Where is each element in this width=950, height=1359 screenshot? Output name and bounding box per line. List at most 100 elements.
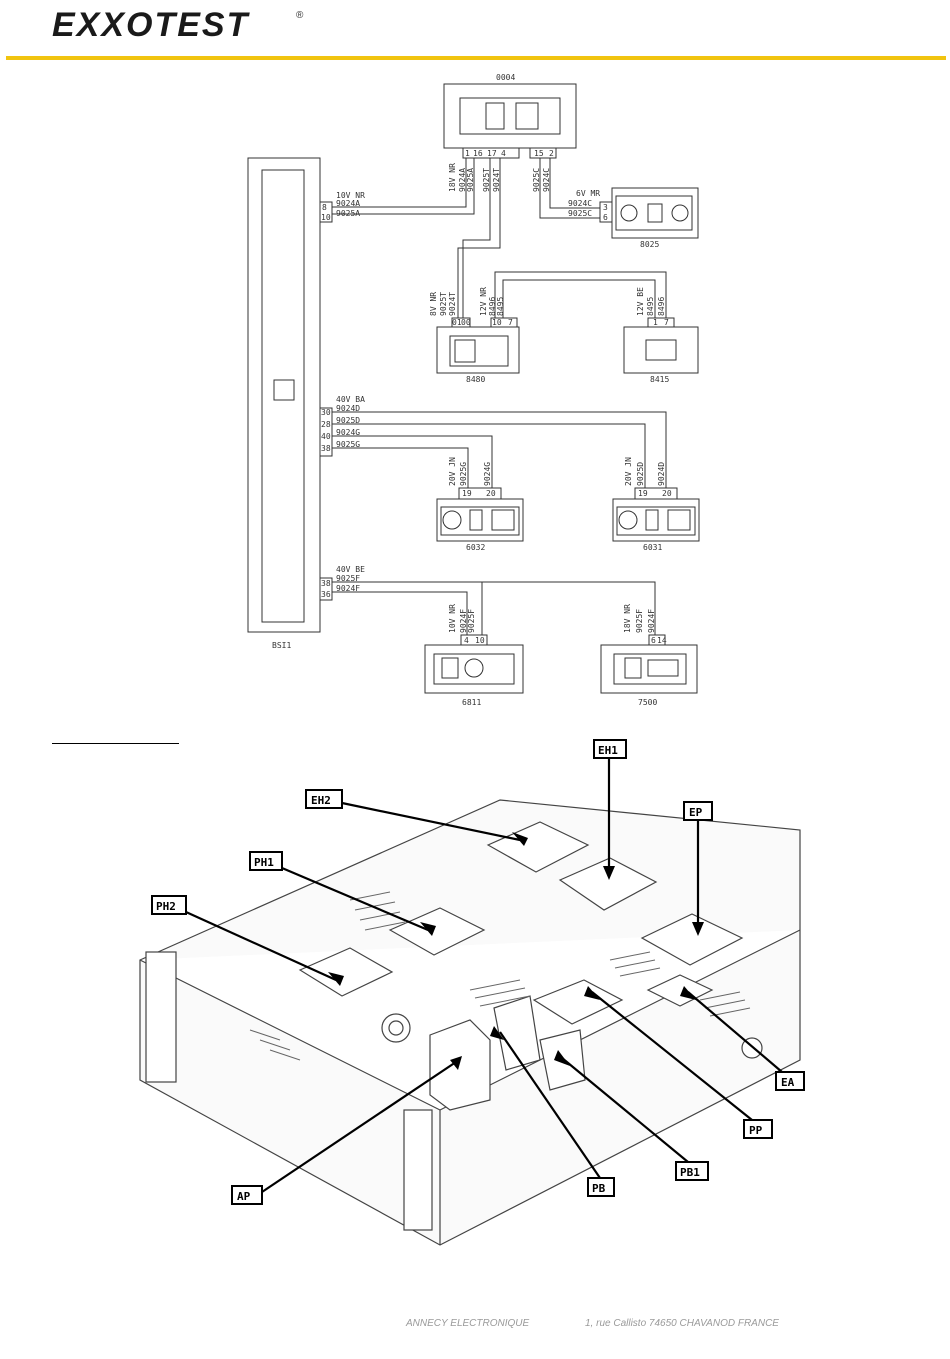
phone-icon [454,339,476,363]
pin-number: 7 [508,318,513,327]
module-label-6031: 6031 [643,543,662,552]
module-label-8025: 8025 [640,240,659,249]
module-icon [624,657,642,679]
leader-pb1 [561,1057,689,1163]
wire-label: 9025C [532,168,541,192]
wire-label: 9025D [636,462,645,486]
pin-number: 8 [322,203,327,212]
pin-number: 36 [321,590,331,599]
leader-pb [499,1031,601,1179]
pin-number: 19 [462,489,472,498]
motor-icon [618,510,638,530]
pin-number: 6 [603,213,608,222]
pin-number: 1 [653,318,658,327]
pin-number: 7 [664,318,669,327]
bsi-unit-illustration: EH1 EH2 EP PH1 PH2 EA PP PB1 PB AP [139,739,805,1246]
wire-label: 9024A [336,199,360,208]
connector-label: 10V NR [336,191,365,200]
module-label-8415: 8415 [650,375,669,384]
wire-label: 9025F [336,574,360,583]
connector-label: 18V NR [448,163,457,192]
callout-eh1: EH1 [598,744,618,757]
callout-pb: PB [592,1182,606,1195]
wire-label: 9025C [568,209,592,218]
wire-label: 9025F [467,609,476,633]
section-underline [52,743,179,744]
pin-number: 38 [321,579,331,588]
gear-icon [671,204,689,222]
wire-label: 9025G [336,440,360,449]
callout-pp: PP [749,1124,763,1137]
connector-label: 40V BE [336,565,365,574]
connector-label: 18V NR [623,604,632,633]
pin-number: 01 [452,318,462,327]
wire-label: 8495 [496,297,505,316]
module-label-bsi1: BSI1 [272,641,291,650]
callout-eh2: EH2 [311,794,331,807]
motor-icon [464,658,484,678]
callout-pb1: PB1 [680,1166,700,1179]
callout-ph2: PH2 [156,900,176,913]
connector-label: 10V NR [448,604,457,633]
pin-number: 2 [549,149,554,158]
wire-label: 8496 [657,297,666,316]
wire-label: 9024D [336,404,360,413]
car-icon [647,659,679,677]
module-label-0004: 0004 [496,73,515,82]
connector-label: 12V NR [479,287,488,316]
pin-number: 00 [461,318,471,327]
wire-label: 9025F [635,609,644,633]
connector-label: 12V BE [636,287,645,316]
connector-label: 6V MR [576,189,600,198]
pin-number: 20 [662,489,672,498]
leader-ea [687,991,783,1073]
registered-mark: ® [296,10,304,21]
motor-icon [442,510,462,530]
pin-number: 10 [321,213,331,222]
wiring-schematic: BSI1 0004 8025 8480 8415 6032 6031 6811 … [247,73,700,707]
pin-number: 6 [651,636,656,645]
wire-label: 9024D [657,462,666,486]
wire-label: 9025D [336,416,360,425]
pin-number: 30 [321,408,331,417]
page-header: EXXOTEST ® [0,0,950,62]
pin-number: 10 [492,318,502,327]
module-label-6811: 6811 [462,698,481,707]
wire-label: 9024G [336,428,360,437]
pin-number: 28 [321,420,331,429]
module-label-7500: 7500 [638,698,657,707]
wire-label: 9025G [459,462,468,486]
window-icon [491,509,515,531]
pin-number: 16 [473,149,483,158]
module-label-6032: 6032 [466,543,485,552]
wire-label: 9024G [483,462,492,486]
page-footer: ANNECY ELECTRONIQUE 1, rue Callisto 7465… [0,1314,950,1334]
pin-number: 15 [534,149,544,158]
leader-pp [591,991,753,1121]
wire-label: 8496 [488,297,497,316]
connector-label: 20V JN [448,457,457,486]
pin-number: 4 [464,636,469,645]
wire-label: 9024T [448,292,457,316]
header-divider [6,56,946,60]
wire-label: 9024F [459,609,468,633]
module-label-8480: 8480 [466,375,485,384]
connector-label: 20V JN [624,457,633,486]
pin-number: 17 [487,149,497,158]
wire-label: 9025T [482,168,491,192]
module-icon [469,509,483,531]
wire-label: 9024T [492,168,501,192]
pin-number: 14 [657,636,667,645]
leader-ap [261,1061,457,1193]
leader-ph2 [185,910,337,982]
brand-logo: EXXOTEST [52,6,250,44]
pin-number: 19 [638,489,648,498]
connector-label: 40V BA [336,395,365,404]
wire-label: 9024C [542,168,551,192]
module-icon [441,657,459,679]
wire-label: 8495 [646,297,655,316]
callout-ph1: PH1 [254,856,274,869]
footer-address: 1, rue Callisto 74650 CHAVANOD FRANCE [585,1318,779,1329]
leader-eh2 [341,801,521,842]
wire-label: 9025T [439,292,448,316]
